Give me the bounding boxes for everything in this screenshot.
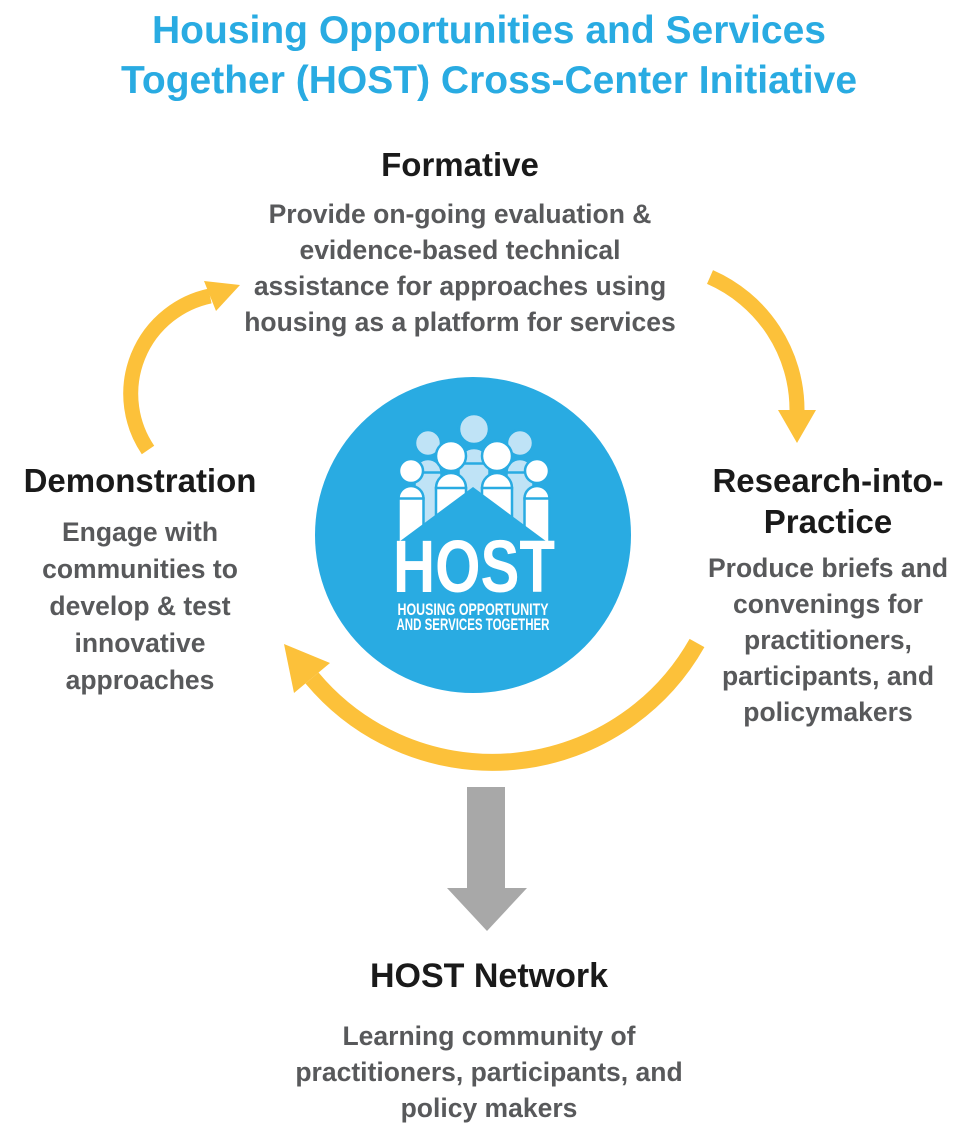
down-arrow-icon [447,787,527,931]
person-figure [397,457,425,544]
cycle-arrow-demonstration-to-formative [123,281,240,455]
network-description: Learning community of practitioners, par… [295,1021,683,1123]
host-logo-tagline-line1: HOUSING OPPORTUNITY [398,600,549,619]
research-description: Produce briefs and convenings for practi… [707,553,949,727]
formative-description: Provide on-going evaluation & evidence-b… [244,199,676,337]
host-logo: HOST HOUSING OPPORTUNITY AND SERVICES TO… [315,377,631,693]
demonstration-heading: Demonstration [23,462,257,499]
house-roof-icon [384,487,562,566]
demonstration-description: Engage with communities to develop & tes… [42,517,238,695]
host-logo-tagline-line2: AND SERVICES TOGETHER [397,615,550,634]
cycle-arrow-formative-to-research [706,270,816,443]
network-heading: HOST Network [369,957,609,995]
arrowhead-icon [204,281,240,311]
host-logo-text: HOST [393,525,555,608]
section-demonstration: Demonstration Engage with communities to… [0,460,280,699]
formative-heading: Formative [381,146,539,183]
page-title: Housing Opportunities and Services Toget… [120,9,858,102]
arrowhead-icon [284,644,330,693]
arrowhead-icon [778,410,816,443]
section-formative: Formative Provide on-going evaluation & … [205,144,715,340]
cycle-arrow-research-to-demonstration [284,638,705,771]
section-research-into-practice: Research-into- Practice Produce briefs a… [685,460,971,730]
section-host-network: HOST Network Learning community of pract… [214,954,764,1126]
research-heading: Research-into- Practice [712,462,944,540]
